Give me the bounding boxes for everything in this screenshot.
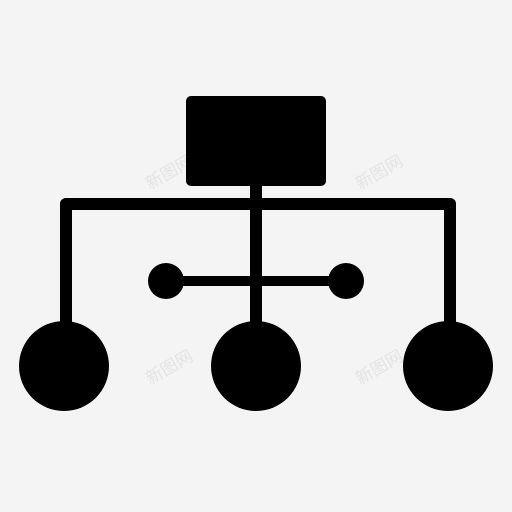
bottom-left-node bbox=[19, 321, 109, 411]
left-vertical-connector bbox=[60, 198, 72, 332]
right-vertical-connector bbox=[444, 198, 456, 332]
horizontal-bus-connector bbox=[60, 198, 456, 210]
crossbar-right-node bbox=[328, 263, 364, 299]
top-node-box bbox=[186, 96, 326, 186]
watermark-text: 新图网 bbox=[353, 152, 407, 195]
watermark-text: 新图网 bbox=[353, 347, 407, 390]
bottom-right-node bbox=[403, 321, 493, 411]
watermark-text: 新图网 bbox=[143, 347, 197, 390]
bottom-center-node bbox=[211, 321, 301, 411]
middle-crossbar bbox=[166, 276, 346, 286]
crossbar-left-node bbox=[148, 263, 184, 299]
center-vertical-connector bbox=[250, 180, 262, 332]
icon-shapes bbox=[19, 96, 493, 411]
